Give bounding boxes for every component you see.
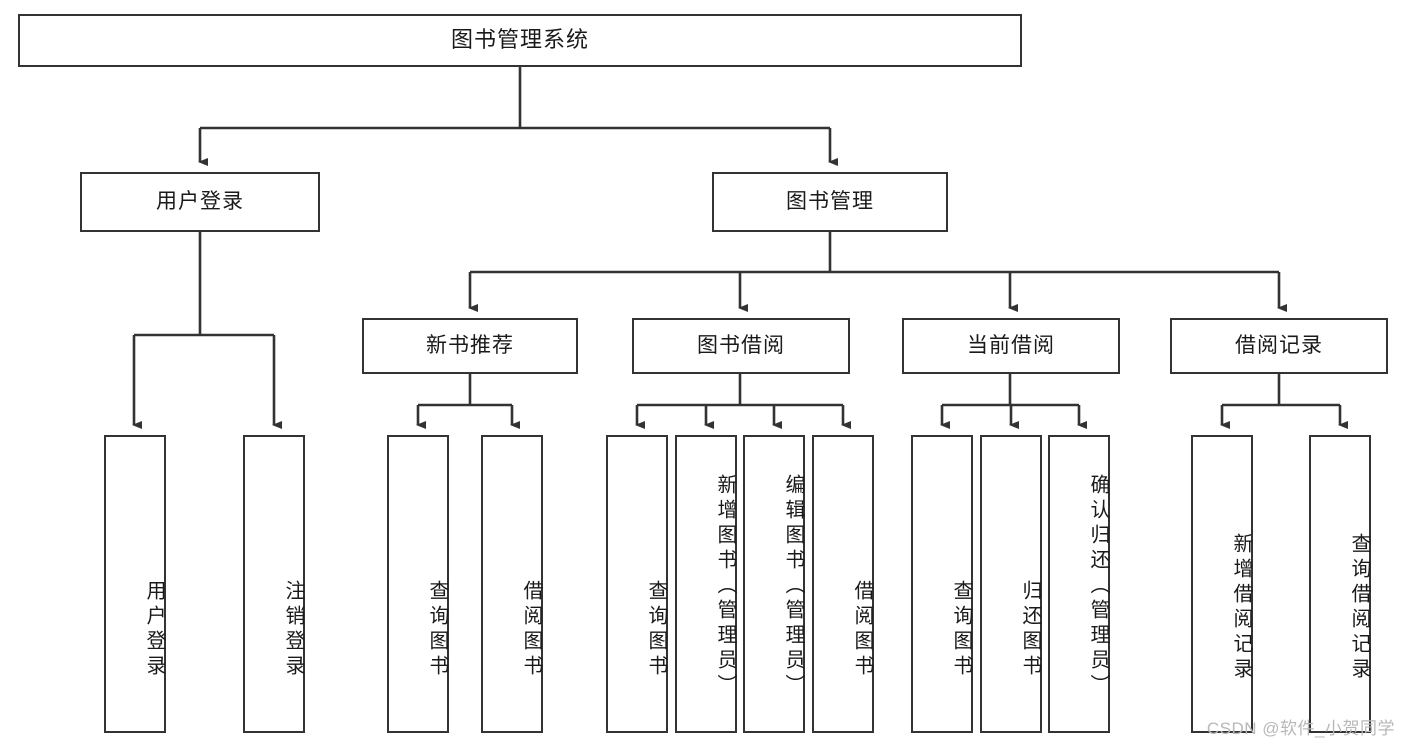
node-leaf-return-book[interactable]: 归还图书	[980, 435, 1042, 733]
node-label: 当前借阅	[967, 334, 1055, 358]
node-book-management[interactable]: 图书管理	[712, 172, 948, 232]
node-leaf-borrow-book-recommend[interactable]: 借阅图书	[481, 435, 543, 733]
node-label: 查询借阅记录	[1348, 533, 1370, 683]
node-borrow-record[interactable]: 借阅记录	[1170, 318, 1388, 374]
node-label: 图书借阅	[697, 334, 785, 358]
node-label: 注销登录	[282, 580, 304, 680]
node-label: 新增借阅记录	[1230, 533, 1252, 683]
node-label: 新增图书（管理员）	[714, 473, 736, 699]
node-label: 新书推荐	[426, 334, 514, 358]
node-label: 确认归还（管理员）	[1087, 473, 1109, 699]
node-label: 查询图书	[426, 580, 448, 680]
node-label: 查询图书	[950, 580, 972, 680]
node-label: 查询图书	[645, 580, 667, 680]
node-user-login[interactable]: 用户登录	[80, 172, 320, 232]
node-leaf-user-login[interactable]: 用户登录	[104, 435, 166, 733]
node-label: 图书管理系统	[450, 27, 589, 53]
node-label: 归还图书	[1019, 580, 1041, 680]
node-leaf-query-book-borrow[interactable]: 查询图书	[606, 435, 668, 733]
node-leaf-add-book-admin[interactable]: 新增图书（管理员）	[675, 435, 737, 733]
node-label: 图书管理	[786, 190, 874, 214]
node-label: 借阅图书	[520, 580, 542, 680]
node-label: 编辑图书（管理员）	[782, 473, 804, 699]
node-label: 借阅记录	[1235, 334, 1323, 358]
node-label: 用户登录	[143, 580, 165, 680]
node-leaf-query-borrow-record[interactable]: 查询借阅记录	[1309, 435, 1371, 733]
node-new-book-recommend[interactable]: 新书推荐	[362, 318, 578, 374]
node-leaf-query-book-current[interactable]: 查询图书	[911, 435, 973, 733]
node-leaf-add-borrow-record[interactable]: 新增借阅记录	[1191, 435, 1253, 733]
node-leaf-edit-book-admin[interactable]: 编辑图书（管理员）	[743, 435, 805, 733]
node-book-borrow[interactable]: 图书借阅	[632, 318, 850, 374]
node-root-book-management-system[interactable]: 图书管理系统	[18, 14, 1022, 67]
node-leaf-logout[interactable]: 注销登录	[243, 435, 305, 733]
node-label: 用户登录	[156, 190, 244, 214]
watermark-text: CSDN @软件_小贺同学	[1206, 719, 1395, 738]
node-leaf-confirm-return-admin[interactable]: 确认归还（管理员）	[1048, 435, 1110, 733]
node-label: 借阅图书	[851, 580, 873, 680]
node-current-borrow[interactable]: 当前借阅	[902, 318, 1120, 374]
node-leaf-borrow-book[interactable]: 借阅图书	[812, 435, 874, 733]
node-leaf-query-book-recommend[interactable]: 查询图书	[387, 435, 449, 733]
